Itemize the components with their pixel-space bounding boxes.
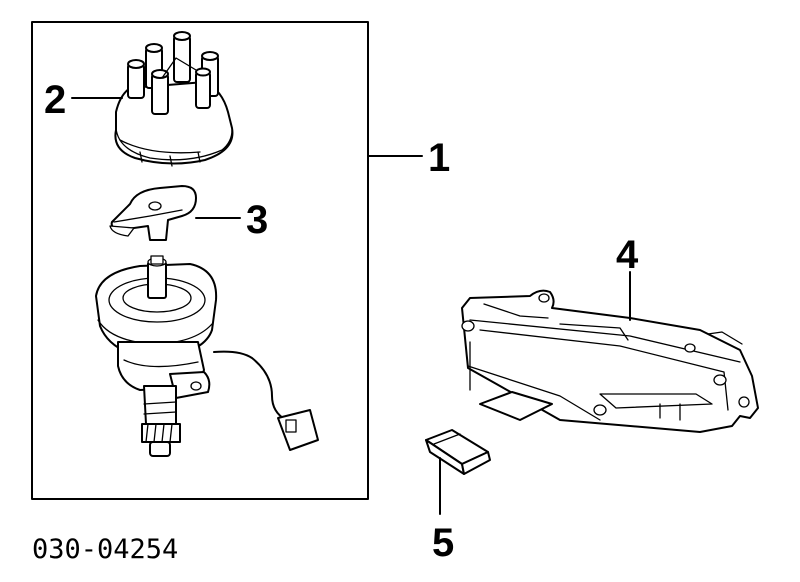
distributor-body-illustration bbox=[95, 255, 319, 457]
rotor-illustration bbox=[109, 185, 197, 241]
module-bracket-illustration bbox=[461, 289, 759, 433]
clip-illustration bbox=[425, 429, 491, 475]
callout-2: 2 bbox=[44, 78, 66, 122]
callout-4: 4 bbox=[616, 233, 639, 277]
part-number: 030-04254 bbox=[32, 534, 178, 565]
callout-5: 5 bbox=[432, 521, 454, 565]
callout-1: 1 bbox=[428, 136, 450, 180]
distributor-cap-illustration bbox=[114, 31, 234, 167]
callout-3: 3 bbox=[246, 198, 268, 242]
assembly-frame bbox=[31, 21, 369, 500]
